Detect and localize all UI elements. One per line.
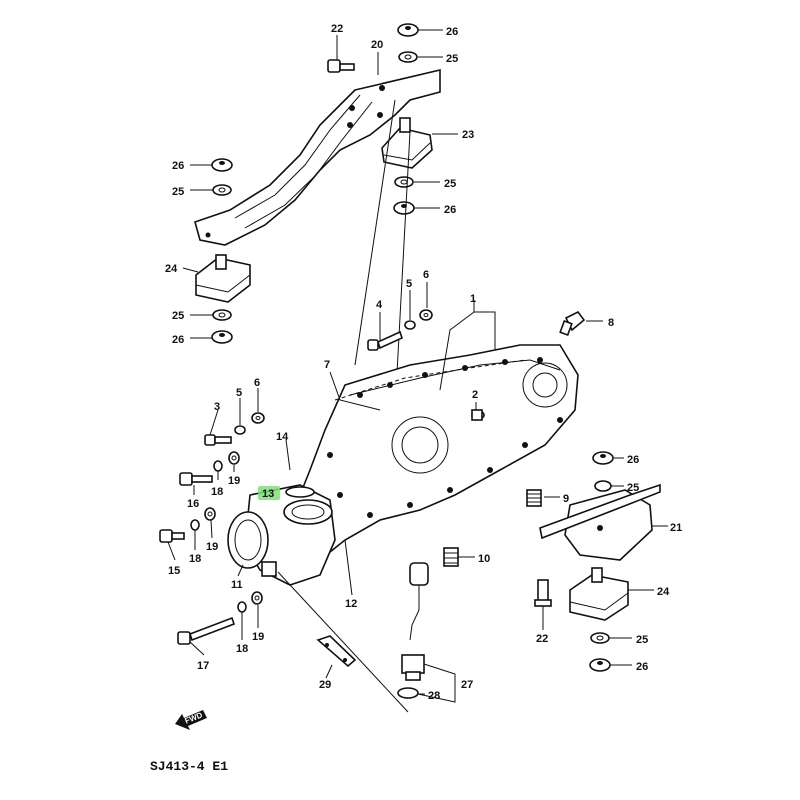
callout-18-c: 18 (236, 643, 248, 655)
washer-18-b[interactable] (190, 519, 200, 531)
washer-25-left-bottom[interactable] (212, 309, 232, 321)
nut-26-left-bottom[interactable] (211, 330, 233, 344)
washer-5-upper[interactable] (404, 320, 416, 330)
callout-8: 8 (608, 317, 614, 329)
washer-25-mid-right[interactable] (594, 480, 612, 492)
callout-4: 4 (376, 299, 383, 311)
plug-9[interactable] (526, 489, 542, 507)
nut-26-mid-right[interactable] (592, 451, 614, 465)
washer-6-upper[interactable] (419, 309, 433, 321)
callout-22-bottom: 22 (536, 633, 548, 645)
callout-6-upper: 6 (423, 269, 429, 281)
washer-18-c[interactable] (237, 601, 247, 613)
bolt-22-top[interactable] (327, 59, 355, 73)
washer-25-bottom-right[interactable] (590, 632, 610, 644)
bolt-4-upper[interactable] (367, 330, 403, 351)
callout-25-left-bottom: 25 (172, 310, 184, 322)
rubber-mount-24-right[interactable] (569, 567, 629, 621)
washer-19-c[interactable] (251, 591, 263, 605)
figure-code: SJ413-4 E1 (150, 759, 228, 774)
callout-1: 1 (470, 293, 476, 305)
callout-26-mid-right: 26 (627, 454, 639, 466)
callout-19-c: 19 (252, 631, 264, 643)
washer-5-left[interactable] (234, 425, 246, 435)
sensor-connector[interactable] (409, 562, 429, 641)
callout-10: 10 (478, 553, 490, 565)
callout-21: 21 (670, 522, 682, 534)
callout-23: 23 (462, 129, 474, 141)
callout-29: 29 (319, 679, 331, 691)
washer-6-left[interactable] (251, 412, 265, 424)
callout-18-b: 18 (189, 553, 201, 565)
bolt-22-bottom[interactable] (534, 579, 552, 607)
callout-13: 13 (262, 488, 274, 500)
washer-25-top[interactable] (398, 51, 418, 63)
nut-26-top[interactable] (397, 23, 419, 37)
callout-26-left-top: 26 (172, 160, 184, 172)
callout-15: 15 (168, 565, 180, 577)
cover-21[interactable] (539, 483, 661, 561)
callout-28: 28 (428, 690, 440, 702)
callout-24-right: 24 (657, 586, 670, 598)
callout-24-left: 24 (165, 263, 178, 275)
callout-25-top: 25 (446, 53, 458, 65)
callout-22-top: 22 (331, 23, 343, 35)
callout-26-bottom-right: 26 (636, 661, 648, 673)
callout-19-b: 19 (206, 541, 218, 553)
callout-5-upper: 5 (406, 278, 412, 290)
front-housing[interactable] (227, 484, 336, 586)
bolt-17[interactable] (177, 616, 236, 645)
nut-26-bottom-right[interactable] (589, 658, 611, 672)
rubber-mount-23[interactable] (381, 117, 433, 169)
washer-18-a[interactable] (213, 460, 223, 472)
nut-26-left-top[interactable] (211, 158, 233, 172)
callout-12: 12 (345, 598, 357, 610)
highlight-13 (258, 486, 280, 500)
bolt-16[interactable] (179, 472, 213, 486)
plug-10[interactable] (443, 547, 459, 567)
callout-25-mid-right: 25 (627, 482, 639, 494)
bolt-3-left[interactable] (204, 434, 232, 446)
callout-18-a: 18 (211, 486, 223, 498)
callout-25-bottom-right: 25 (636, 634, 648, 646)
callout-17: 17 (197, 660, 209, 672)
callout-2: 2 (472, 389, 478, 401)
mounting-bracket[interactable] (194, 68, 441, 246)
callout-27: 27 (461, 679, 473, 691)
callout-16: 16 (187, 498, 199, 510)
leader-lines (167, 29, 668, 703)
callout-20: 20 (371, 39, 383, 51)
fwd-arrow-icon: FWD (175, 710, 207, 730)
washer-19-a[interactable] (228, 451, 240, 465)
switch-27[interactable] (401, 654, 425, 681)
bolt-8[interactable] (559, 310, 586, 337)
callout-14: 14 (276, 431, 289, 443)
rubber-mount-24-left[interactable] (195, 254, 251, 303)
callout-25-right: 25 (444, 178, 456, 190)
plug-2[interactable] (471, 409, 483, 421)
callout-19-a: 19 (228, 475, 240, 487)
washer-25-left-top[interactable] (212, 184, 232, 196)
callout-5-left: 5 (236, 387, 242, 399)
callout-26-left-bottom: 26 (172, 334, 184, 346)
callout-numbers: 22 20 26 25 23 25 26 26 25 24 25 26 4 5 … (165, 23, 682, 702)
bolt-15[interactable] (159, 529, 185, 543)
callout-11: 11 (231, 579, 243, 591)
callout-9: 9 (563, 493, 569, 505)
gasket-28[interactable] (397, 687, 419, 699)
callout-3: 3 (214, 401, 220, 413)
callout-6-left: 6 (254, 377, 260, 389)
nut-26-right[interactable] (393, 201, 415, 215)
callout-25-left-top: 25 (172, 186, 184, 198)
bracket-29[interactable] (316, 635, 357, 668)
washer-25-right[interactable] (394, 176, 414, 188)
callout-7: 7 (324, 359, 330, 371)
washer-19-b[interactable] (204, 507, 216, 521)
callout-26-top: 26 (446, 26, 458, 38)
callout-26-right: 26 (444, 204, 456, 216)
